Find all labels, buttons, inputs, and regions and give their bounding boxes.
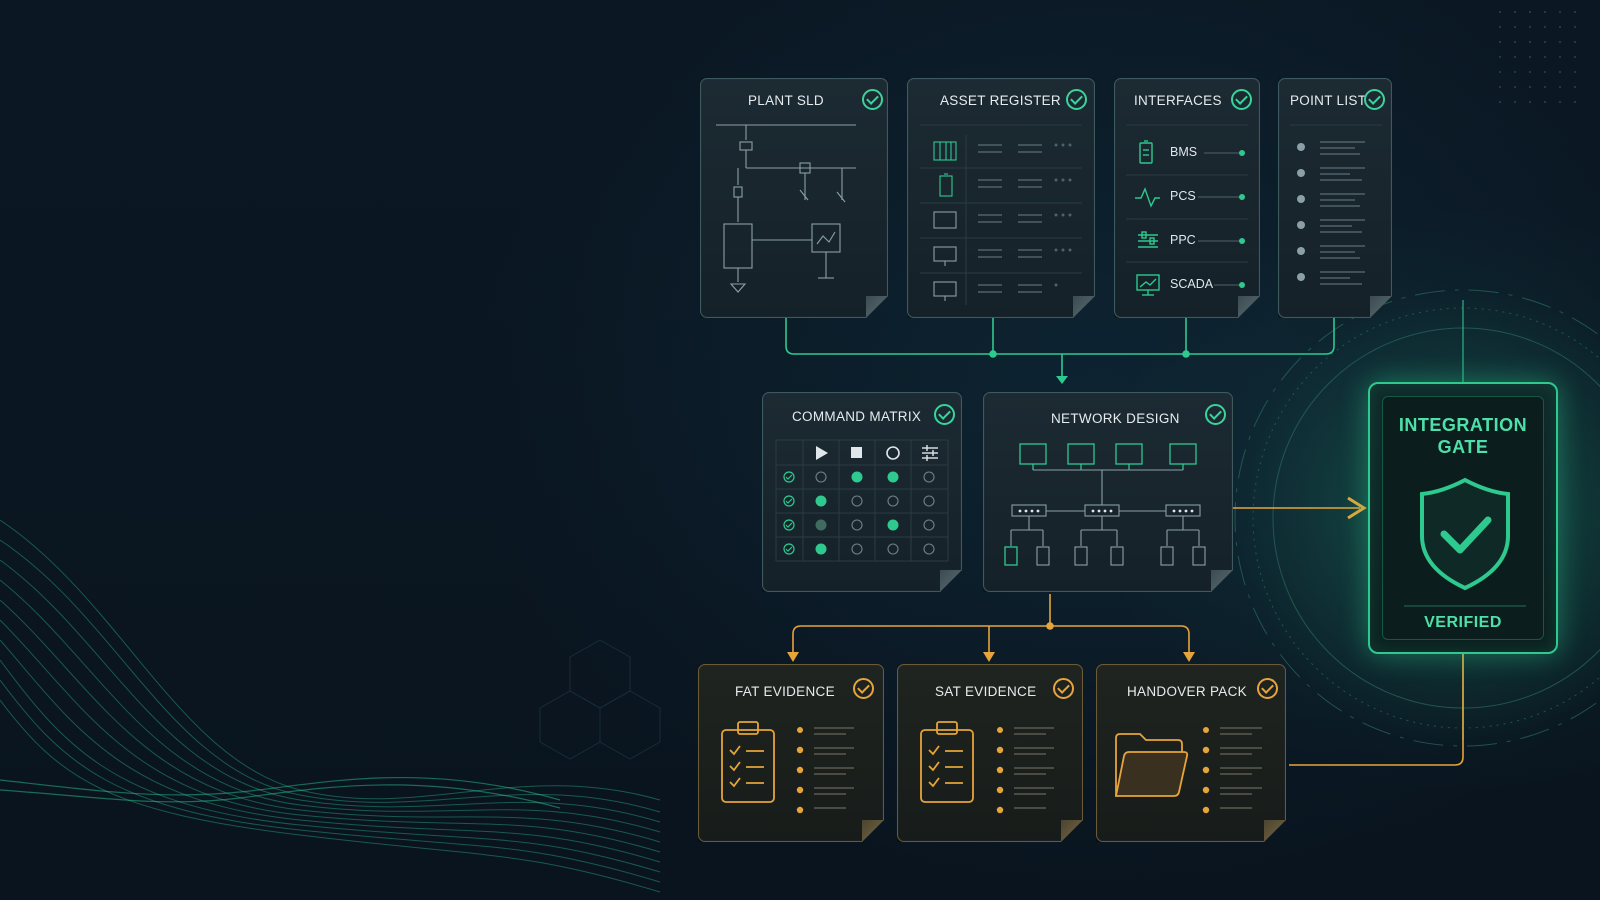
interface-item-bms[interactable]: BMS bbox=[1170, 145, 1198, 159]
check-circle-icon bbox=[1066, 89, 1087, 110]
integration-gate-title-line2: GATE bbox=[1437, 437, 1489, 457]
shield-check-icon bbox=[1404, 477, 1526, 607]
integration-gate-panel[interactable]: INTEGRATION GATE VERIFIED bbox=[1368, 382, 1558, 654]
plant-sld-title: PLANT SLD bbox=[748, 93, 824, 108]
point-list-title: POINT LIST bbox=[1290, 93, 1367, 108]
fat-evidence-card[interactable] bbox=[698, 664, 884, 842]
interface-item-ppc[interactable]: PPC bbox=[1170, 233, 1196, 247]
fat-evidence-title: FAT EVIDENCE bbox=[735, 684, 835, 699]
check-circle-icon bbox=[1205, 404, 1226, 425]
interfaces-title: INTERFACES bbox=[1134, 93, 1222, 108]
circle-icon bbox=[886, 446, 900, 460]
play-icon bbox=[816, 446, 828, 460]
command-matrix-title: COMMAND MATRIX bbox=[792, 409, 922, 424]
network-design-card[interactable] bbox=[983, 392, 1233, 592]
command-matrix-card[interactable] bbox=[762, 392, 962, 592]
integration-gate-title-line1: INTEGRATION bbox=[1398, 415, 1528, 435]
asset-register-title: ASSET REGISTER bbox=[940, 93, 1061, 108]
handover-pack-title: HANDOVER PACK bbox=[1127, 684, 1247, 699]
check-circle-icon bbox=[934, 404, 955, 425]
check-circle-icon bbox=[853, 678, 874, 699]
integration-gate-inner bbox=[1382, 396, 1544, 640]
check-circle-icon bbox=[1053, 678, 1074, 699]
stop-icon bbox=[851, 447, 862, 458]
asset-register-card[interactable] bbox=[907, 78, 1095, 318]
check-circle-icon bbox=[862, 89, 883, 110]
check-circle-icon bbox=[1257, 678, 1278, 699]
interface-item-pcs[interactable]: PCS bbox=[1170, 189, 1196, 203]
network-design-title: NETWORK DESIGN bbox=[1051, 411, 1180, 426]
interface-item-scada[interactable]: SCADA bbox=[1170, 277, 1214, 291]
verified-status-label: VERIFIED bbox=[1424, 614, 1502, 631]
sat-evidence-title: SAT EVIDENCE bbox=[935, 684, 1037, 699]
plant-sld-card[interactable] bbox=[700, 78, 888, 318]
sat-evidence-card[interactable] bbox=[897, 664, 1083, 842]
check-circle-icon bbox=[1364, 89, 1385, 110]
sliders-icon bbox=[922, 445, 938, 461]
check-circle-icon bbox=[1231, 89, 1252, 110]
integration-gate-title: INTEGRATION GATE bbox=[1370, 414, 1556, 458]
